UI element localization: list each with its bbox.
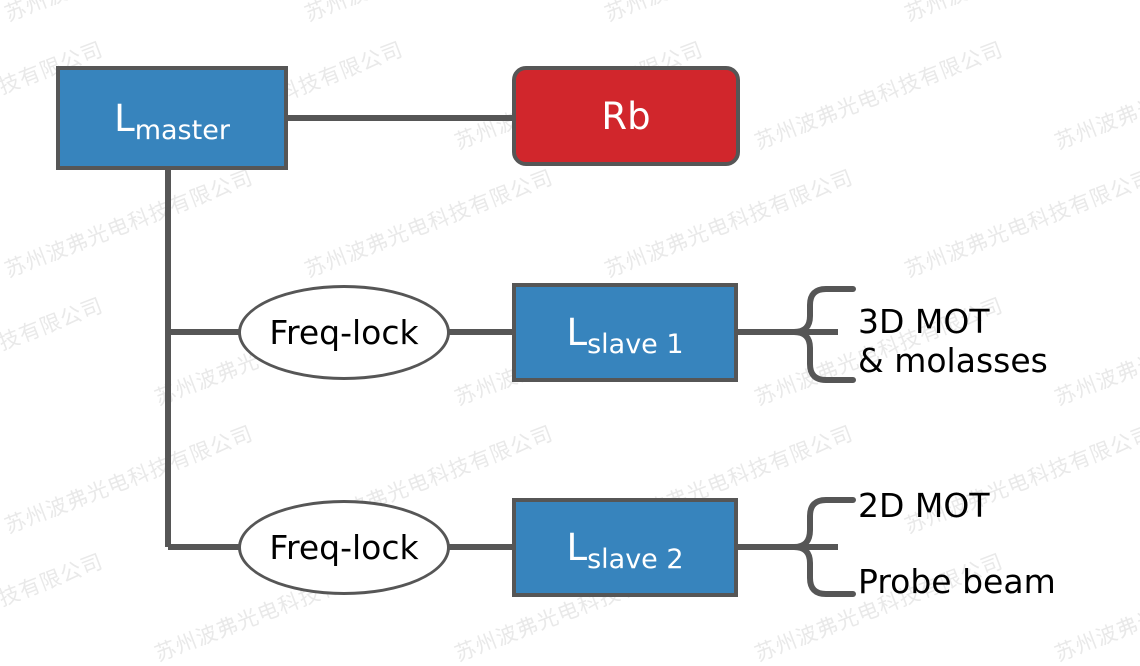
slave1-sub-text: slave 1 (587, 329, 684, 360)
output-slave2-line1: 2D MOT (858, 486, 990, 525)
master-base-text: L (114, 96, 135, 140)
brace-slave1 (791, 286, 856, 383)
slave2-sub-text: slave 2 (587, 544, 684, 575)
brace-slave2 (791, 497, 856, 597)
node-slave-laser-1[interactable]: Lslave 1 (512, 283, 738, 382)
slave1-base-text: L (566, 311, 588, 354)
output-label-slave1: 3D MOT & molasses (858, 302, 1048, 381)
node-rb-reference[interactable]: Rb (512, 66, 740, 166)
node-slave2-label: Lslave 2 (566, 526, 683, 573)
output-label-slave2-line2: Probe beam (858, 562, 1056, 602)
node-freq-lock-1[interactable]: Freq-lock (238, 285, 450, 380)
node-master-label: Lmaster (114, 96, 230, 144)
output-label-slave2-line1: 2D MOT (858, 486, 990, 526)
output-slave2-line2: Probe beam (858, 562, 1056, 601)
node-slave-laser-2[interactable]: Lslave 2 (512, 498, 738, 597)
slave2-base-text: L (566, 526, 588, 569)
freq-lock-1-label: Freq-lock (269, 313, 419, 352)
node-freq-lock-2[interactable]: Freq-lock (238, 500, 450, 595)
master-sub-text: master (134, 114, 230, 146)
output-slave1-line1: 3D MOT (858, 302, 990, 341)
node-rb-label: Rb (601, 94, 651, 138)
output-slave1-line2: & molasses (858, 340, 1048, 380)
node-master-laser[interactable]: Lmaster (56, 66, 288, 170)
freq-lock-2-label: Freq-lock (269, 528, 419, 567)
node-slave1-label: Lslave 1 (566, 311, 683, 358)
